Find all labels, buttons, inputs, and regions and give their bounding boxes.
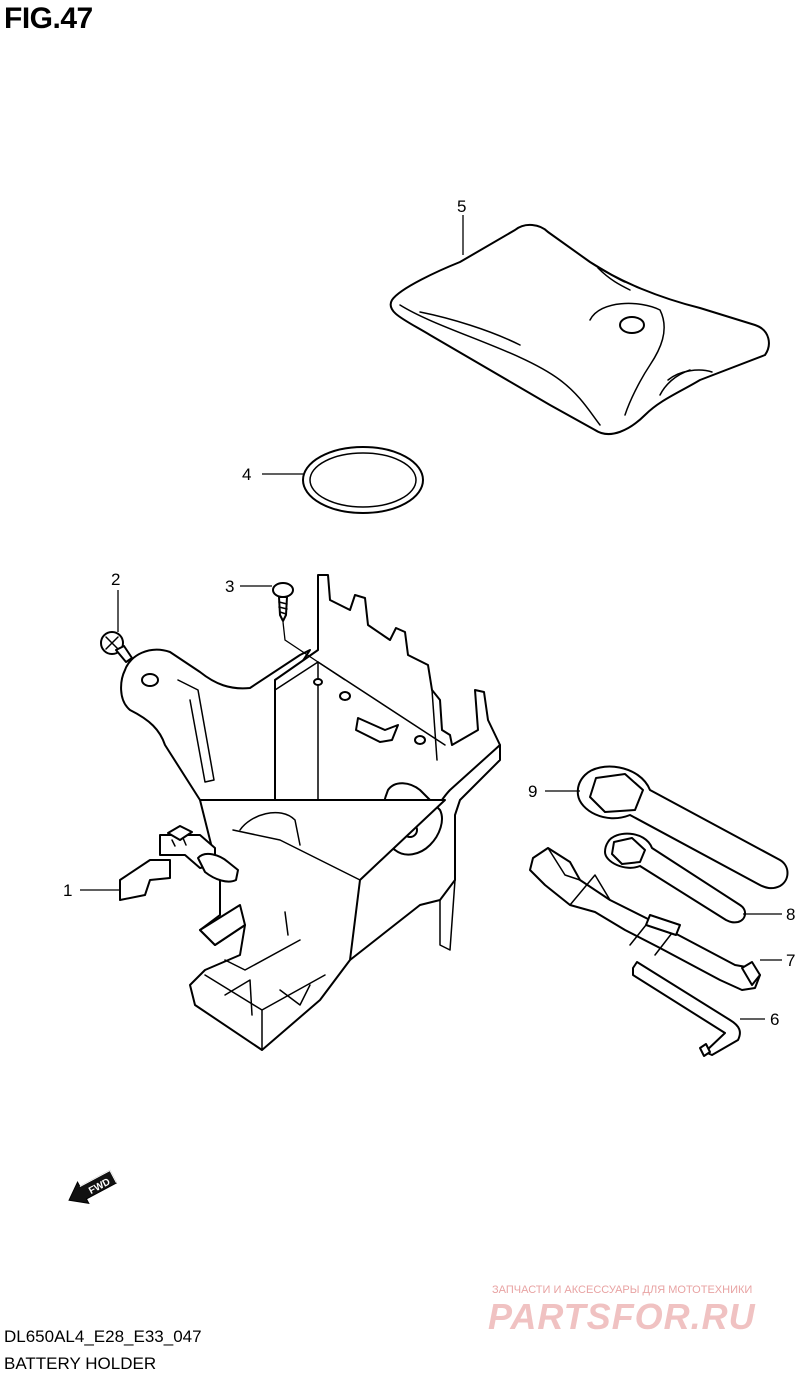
part-6-hex-key[interactable] <box>632 961 741 1057</box>
model-code: DL650AL4_E28_E33_047 <box>4 1327 202 1346</box>
part-4-ring[interactable] <box>302 446 424 514</box>
fwd-label: FWD <box>87 1177 112 1197</box>
callout-8: 8 <box>786 905 795 924</box>
figure-title: FIG.47 <box>4 2 93 35</box>
callout-1: 1 <box>63 881 72 900</box>
callout-4: 4 <box>242 465 251 484</box>
part-5-cover[interactable] <box>389 224 770 435</box>
fwd-arrow-icon: FWD <box>68 1169 118 1204</box>
part-3-screw[interactable] <box>272 582 294 622</box>
callout-9: 9 <box>528 782 537 801</box>
part-2-bolt[interactable] <box>100 631 133 663</box>
leader-lines <box>80 215 782 1020</box>
callout-6: 6 <box>770 1010 779 1029</box>
watermark-tagline: ЗАПЧАСТИ И АКСЕССУАРЫ ДЛЯ МОТОТЕХНИКИ <box>492 1284 753 1296</box>
part-9-wrench[interactable] <box>576 765 789 890</box>
callout-labels: 5 4 2 3 1 9 8 7 6 <box>63 197 795 1029</box>
callout-7: 7 <box>786 951 795 970</box>
part-1-battery-holder[interactable] <box>119 574 501 1051</box>
part-8-wrench[interactable] <box>604 832 746 924</box>
callout-3: 3 <box>225 577 234 596</box>
callout-5: 5 <box>457 197 466 216</box>
callout-2: 2 <box>111 570 120 589</box>
part-7-socket-wrench[interactable] <box>529 847 761 991</box>
watermark-brand: PARTSFOR.RU <box>488 1296 756 1337</box>
diagram-caption: BATTERY HOLDER <box>4 1354 157 1373</box>
